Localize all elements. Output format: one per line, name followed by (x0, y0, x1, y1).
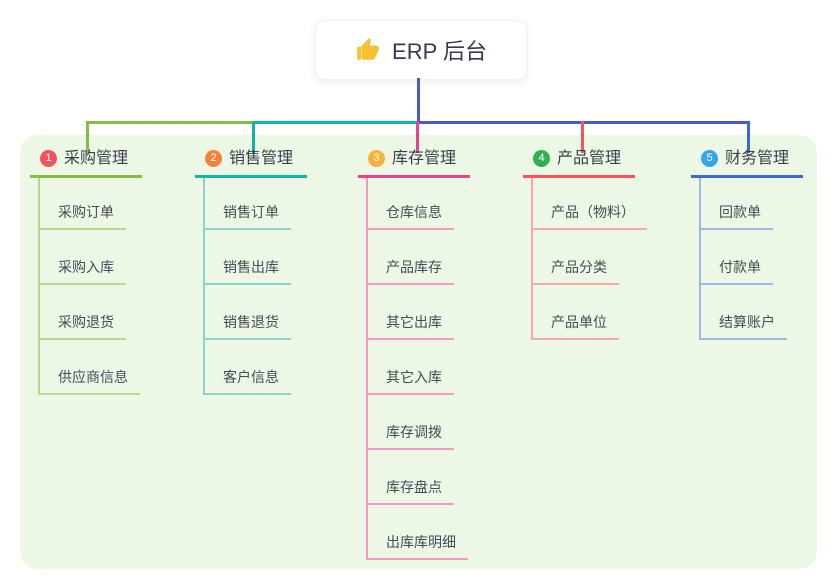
branch-header-product[interactable]: 4 产品管理 (523, 149, 636, 178)
child-topic[interactable]: 库存调拨 (368, 422, 454, 450)
branch-label: 财务管理 (725, 149, 790, 167)
branch-purchase: 1 采购管理 采购订单 采购入库 采购退货 供应商信息 (30, 148, 143, 395)
branch-number-badge: 1 (40, 150, 57, 167)
branch-sales: 2 销售管理 销售订单 销售出库 销售退货 客户信息 (195, 148, 308, 395)
branch-number-badge: 3 (368, 150, 385, 167)
branches-panel (20, 135, 817, 569)
branch-header-sales[interactable]: 2 销售管理 (195, 149, 308, 178)
branch-children: 产品（物料） 产品分类 产品单位 (531, 177, 647, 340)
child-topic[interactable]: 回款单 (701, 202, 773, 230)
child-topic[interactable]: 产品分类 (533, 257, 619, 285)
child-topic[interactable]: 供应商信息 (40, 367, 140, 395)
child-topic[interactable]: 采购入库 (40, 257, 126, 285)
child-topic[interactable]: 产品单位 (533, 312, 619, 340)
child-topic[interactable]: 客户信息 (205, 367, 291, 395)
branch-children: 仓库信息 产品库存 其它出库 其它入库 库存调拨 库存盘点 出库库明细 (366, 177, 468, 560)
branch-finance: 5 财务管理 回款单 付款单 结算账户 (691, 148, 804, 340)
branch-inventory: 3 库存管理 仓库信息 产品库存 其它出库 其它入库 库存调拨 库存盘点 出库库… (358, 148, 471, 560)
child-topic[interactable]: 产品（物料） (533, 202, 647, 230)
root-node[interactable]: ERP 后台 (315, 20, 527, 80)
child-topic[interactable]: 销售退货 (205, 312, 291, 340)
branch-header-purchase[interactable]: 1 采购管理 (30, 149, 143, 178)
trunk-segment-teal (253, 121, 418, 124)
branch-product: 4 产品管理 产品（物料） 产品分类 产品单位 (523, 148, 647, 340)
trunk-segment-green (87, 121, 253, 124)
child-topic[interactable]: 采购退货 (40, 312, 126, 340)
child-topic[interactable]: 销售出库 (205, 257, 291, 285)
branch-number-badge: 5 (701, 150, 718, 167)
drop-line-sales (252, 121, 255, 153)
branch-number-badge: 4 (533, 150, 550, 167)
branch-header-finance[interactable]: 5 财务管理 (691, 149, 804, 178)
branch-label: 产品管理 (557, 149, 622, 167)
branch-number-badge: 2 (205, 150, 222, 167)
child-topic[interactable]: 销售订单 (205, 202, 291, 230)
branch-label: 库存管理 (392, 149, 457, 167)
child-topic[interactable]: 仓库信息 (368, 202, 454, 230)
child-topic[interactable]: 出库库明细 (368, 532, 468, 560)
drop-line-finance (747, 121, 750, 153)
drop-line-inventory (416, 121, 419, 153)
drop-line-product (581, 121, 584, 153)
branch-children: 采购订单 采购入库 采购退货 供应商信息 (38, 177, 140, 395)
thumbs-up-icon (357, 38, 379, 60)
branch-label: 销售管理 (229, 149, 294, 167)
branch-header-inventory[interactable]: 3 库存管理 (358, 149, 471, 178)
child-topic[interactable]: 其它出库 (368, 312, 454, 340)
child-topic[interactable]: 结算账户 (701, 312, 787, 340)
drop-line-purchase (86, 121, 89, 153)
child-topic[interactable]: 产品库存 (368, 257, 454, 285)
trunk-segment-blue (418, 121, 750, 124)
root-label: ERP 后台 (392, 39, 487, 64)
child-topic[interactable]: 付款单 (701, 257, 773, 285)
child-topic[interactable]: 采购订单 (40, 202, 126, 230)
branch-children: 回款单 付款单 结算账户 (699, 177, 787, 340)
branch-label: 采购管理 (64, 149, 129, 167)
child-topic[interactable]: 其它入库 (368, 367, 454, 395)
child-topic[interactable]: 库存盘点 (368, 477, 454, 505)
root-stem-line (417, 78, 420, 122)
branch-children: 销售订单 销售出库 销售退货 客户信息 (203, 177, 291, 395)
